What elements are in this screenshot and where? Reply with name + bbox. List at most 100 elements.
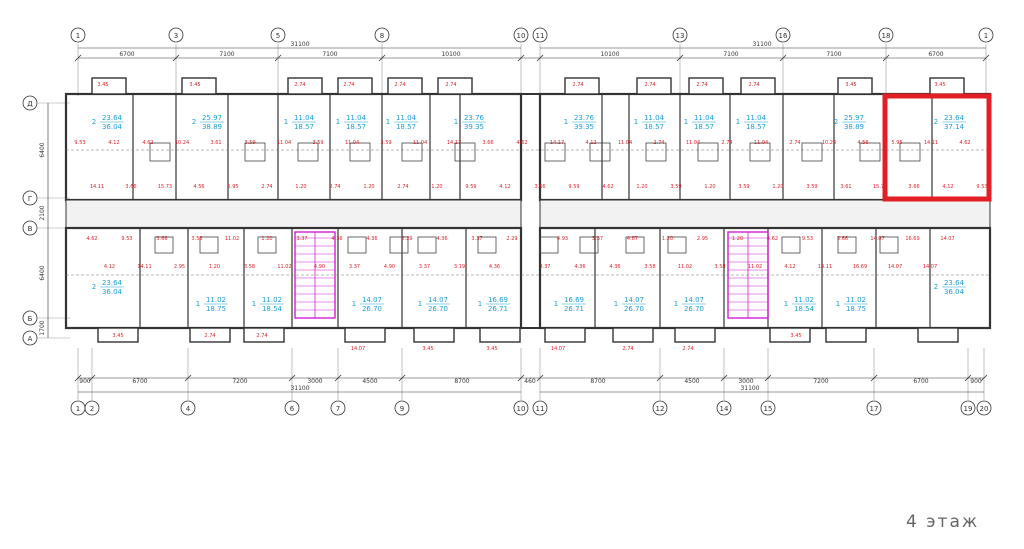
apartment-room-count: 1 [634,118,638,126]
room-area-label: 3.66 [482,140,493,146]
bathroom [579,236,599,254]
room-area-label: 14.11 [137,264,151,270]
dim-tick [870,374,878,382]
room-area-label: 3.19 [454,264,465,270]
balcony-area-label: 2.74 [682,346,693,352]
room-area-label: 4.62 [602,184,613,190]
axis-label: 12 [656,405,665,413]
room-area-label: 4.36 [574,264,585,270]
room-area-label: 4.90 [314,264,325,270]
axis-bubble [394,400,410,416]
room-area-label: 3.66 [534,184,545,190]
bathroom [625,236,645,254]
balcony [769,327,811,343]
axis-label: 16 [779,32,788,40]
room-area-label: 4.36 [436,236,447,242]
room-area-label: 4.36 [331,236,342,242]
room-area-label: 3.66 [908,184,919,190]
balcony [825,327,867,343]
room-area-label: 15.73 [158,184,172,190]
room-area-label: 14.07 [888,264,902,270]
bathroom [477,236,497,254]
apartment-room-count: 2 [92,118,96,126]
room-area-label: 4.90 [384,264,395,270]
room-area-label: 3.61 [840,184,851,190]
axis-bubble [978,27,994,43]
balcony [337,77,373,95]
bathroom [257,236,277,254]
axis-bubble [760,400,776,416]
building-bottom-section [64,226,523,330]
room-area-label: 4.12 [108,140,119,146]
axis-label: 18 [882,32,891,40]
room-area-label: 2.29 [506,236,517,242]
dim-label: 31100 [290,41,309,48]
apartment-living-area: 25.97 [202,114,222,122]
dim-label: 7100 [723,51,738,58]
balcony-area-label: 3.45 [112,333,123,339]
room-area-label: 11.04 [686,140,700,146]
balcony-area-label: 2.74 [294,82,305,88]
axis-label: 10 [517,405,526,413]
balcony [837,77,873,95]
apartment-living-area: 11.04 [644,114,665,122]
room-area-label: 1.20 [636,184,647,190]
room-area-label: 3.37 [349,264,360,270]
room-area-label: 11.02 [748,264,762,270]
room-area-label: 16.69 [905,236,919,242]
balcony [413,327,455,343]
balcony-area-label: 2.74 [394,82,405,88]
room-area-label: 2.29 [401,236,412,242]
room-area-label: 14.07 [870,236,884,242]
dim-label: 3000 [738,378,753,385]
bathroom [837,236,857,254]
room-area-label: 4.12 [104,264,115,270]
apartment-room-count: 1 [336,118,340,126]
apartment-living-area: 23.64 [944,114,965,122]
dim-tick [172,54,180,62]
dim-tick [378,54,386,62]
apartment-living-area: 11.04 [346,114,367,122]
bathroom [697,142,719,162]
apartment-room-count: 1 [674,300,678,308]
room-area-label: 3.61 [210,140,221,146]
dim-label: 6700 [132,378,147,385]
balcony [612,327,654,343]
balcony [917,327,959,343]
room-area-label: 9.59 [465,184,476,190]
axis-bubble [374,27,390,43]
axis-label: 5 [276,32,280,40]
axis-bubble [960,400,976,416]
axis-label: Д [27,100,33,108]
apartment-living-area: 23.64 [102,114,123,122]
bathroom [401,142,423,162]
bathroom [749,142,771,162]
axis-bubble [652,400,668,416]
dim-tick [74,374,82,382]
apartment-total-area: 26.70 [624,305,644,313]
room-area-label: 4.12 [942,184,953,190]
room-area-label: 11.02 [225,236,239,242]
dim-label: 7100 [826,51,841,58]
building-outline [64,77,992,343]
axis-label: 15 [764,405,773,413]
balcony [479,327,521,343]
apartment-living-area: 11.02 [262,296,282,304]
room-area-label: 3.59 [312,140,323,146]
axis-bubble [70,27,86,43]
apartment-total-area: 26.71 [488,305,508,313]
axis-label: 1 [984,32,988,40]
apartment-living-area: 11.04 [294,114,315,122]
balcony [243,327,285,343]
apartment-living-area: 14.07 [428,296,448,304]
balcony-area-label: 2.74 [343,82,354,88]
highlighted-apartment [882,93,992,202]
apartment-total-area: 36.04 [102,123,123,131]
dim-label: 6700 [913,378,928,385]
apartment-total-area: 18.54 [794,305,815,313]
axis-bubble [716,400,732,416]
balcony-area-label: 14.07 [551,346,565,352]
apartment-living-area: 14.07 [362,296,382,304]
axis-label: А [28,335,33,343]
balcony [181,77,217,95]
